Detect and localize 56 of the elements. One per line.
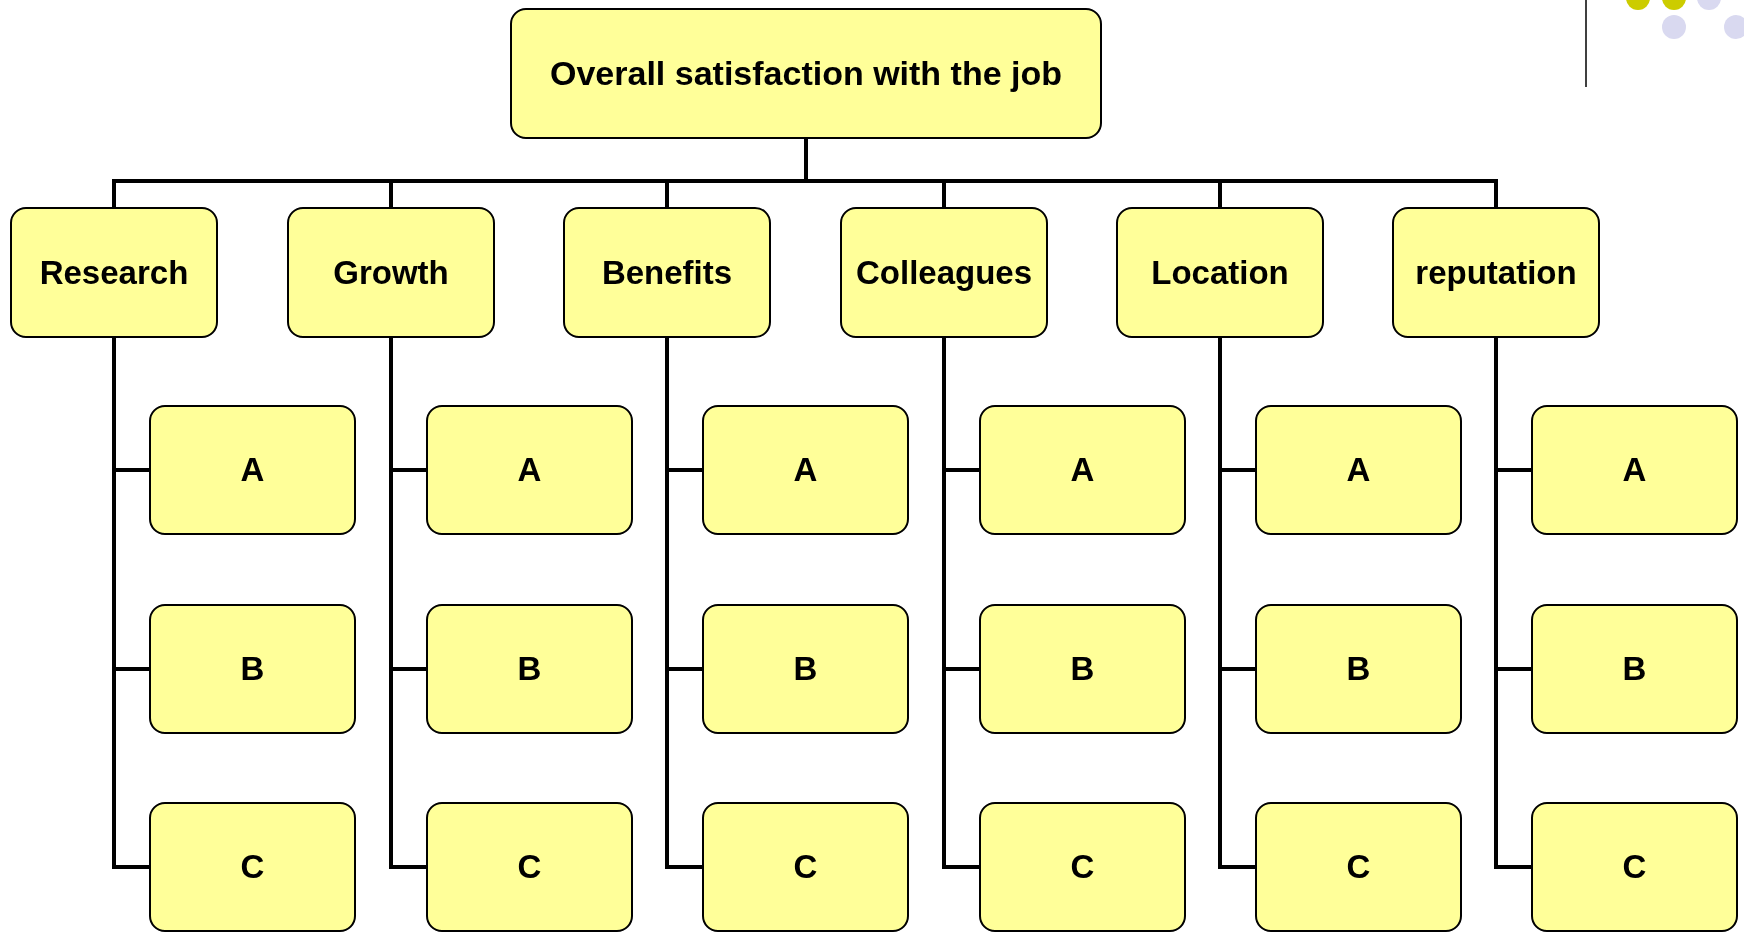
box-label: reputation bbox=[1415, 253, 1577, 292]
node-box bbox=[426, 604, 633, 734]
box-label: C bbox=[793, 848, 818, 886]
node-box bbox=[149, 802, 356, 932]
node-box bbox=[1392, 207, 1600, 338]
box-label: A bbox=[1622, 451, 1647, 489]
box-label: B bbox=[1346, 650, 1371, 688]
connector-line bbox=[665, 338, 702, 869]
box-label: C bbox=[240, 848, 265, 886]
node-box bbox=[287, 207, 495, 338]
box-label: Research bbox=[39, 253, 189, 292]
node-box bbox=[1255, 405, 1462, 535]
box-label: A bbox=[1070, 451, 1095, 489]
connector-line bbox=[1494, 338, 1531, 869]
box-label: B bbox=[240, 650, 265, 688]
node-box bbox=[426, 405, 633, 535]
node-box bbox=[1531, 604, 1738, 734]
node-box bbox=[149, 604, 356, 734]
node-box bbox=[149, 405, 356, 535]
box-label: Growth bbox=[333, 253, 449, 292]
node-box bbox=[979, 405, 1186, 535]
box-label: C bbox=[517, 848, 542, 886]
node-box bbox=[563, 207, 771, 338]
node-box bbox=[1531, 802, 1738, 932]
box-label: A bbox=[517, 451, 542, 489]
box-label: A bbox=[1346, 451, 1371, 489]
node-box bbox=[979, 802, 1186, 932]
box-label: A bbox=[793, 451, 818, 489]
box-label: B bbox=[1622, 650, 1647, 688]
node-box bbox=[979, 604, 1186, 734]
node-box bbox=[702, 604, 909, 734]
box-label: B bbox=[517, 650, 542, 688]
node-box bbox=[1255, 604, 1462, 734]
node-box bbox=[10, 207, 218, 338]
node-box bbox=[1531, 405, 1738, 535]
node-box bbox=[702, 802, 909, 932]
connector-line bbox=[942, 338, 979, 869]
connector-line bbox=[112, 338, 149, 869]
node-box bbox=[702, 405, 909, 535]
connector-line bbox=[389, 338, 426, 869]
node-box bbox=[1255, 802, 1462, 932]
box-label: B bbox=[1070, 650, 1095, 688]
box-label: Overall satisfaction with the job bbox=[550, 54, 1062, 93]
box-label: C bbox=[1622, 848, 1647, 886]
node-box bbox=[840, 207, 1048, 338]
node-box bbox=[510, 8, 1102, 139]
node-box bbox=[426, 802, 633, 932]
box-label: C bbox=[1070, 848, 1095, 886]
box-label: Colleagues bbox=[855, 253, 1033, 292]
box-label: C bbox=[1346, 848, 1371, 886]
connector-line bbox=[1218, 338, 1255, 869]
box-label: B bbox=[793, 650, 818, 688]
box-label: Location bbox=[1151, 253, 1289, 292]
node-box bbox=[1116, 207, 1324, 338]
box-label: A bbox=[240, 451, 265, 489]
box-label: Benefits bbox=[601, 253, 733, 292]
